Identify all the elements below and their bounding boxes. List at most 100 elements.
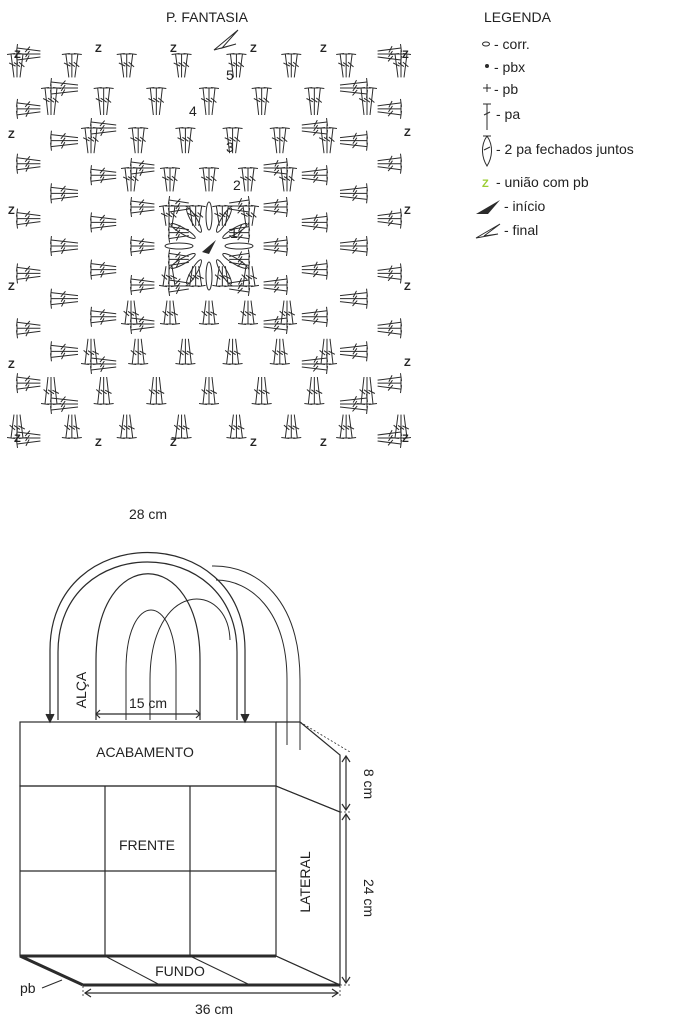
start-arrow-icon <box>202 240 216 254</box>
stitch-symbol <box>167 195 189 205</box>
stitch-symbol <box>40 376 50 405</box>
chart-title: P. FANTASIA <box>166 9 249 25</box>
stitch-symbol <box>104 376 114 405</box>
round-number-3: 3 <box>226 139 234 155</box>
stitch-symbol <box>120 300 130 326</box>
stitch-symbol <box>90 353 117 363</box>
stitch-symbol <box>339 130 368 140</box>
stitch-symbol <box>90 365 117 375</box>
stitch-symbol <box>186 338 196 365</box>
stitch-symbol <box>158 204 168 226</box>
stitch-symbol <box>339 142 368 151</box>
stitch-symbol <box>301 353 328 363</box>
stitch-symbol <box>171 166 181 192</box>
stitch-symbol <box>339 300 368 309</box>
stitch-symbol <box>210 166 220 192</box>
end-arrow-legend-icon <box>475 223 501 239</box>
stitch-symbol <box>146 376 155 405</box>
join-z-icon: Z <box>8 205 15 217</box>
stitch-symbol <box>15 98 41 108</box>
stitch-symbol <box>226 414 235 440</box>
stitch-symbol <box>50 130 79 140</box>
legend-item-double-crochet: - pa <box>496 106 520 122</box>
stitch-symbol <box>377 165 403 174</box>
stitch-symbol <box>15 373 41 382</box>
stitch-symbol <box>263 235 289 245</box>
dc2tog-symbol <box>205 261 213 291</box>
stitch-symbol <box>304 376 313 405</box>
start-arrow-legend-icon <box>476 200 500 214</box>
stitch-symbol <box>198 166 208 192</box>
stitch-symbol <box>251 376 261 405</box>
stitch-symbol <box>339 247 368 257</box>
join-z-icon: Z <box>320 43 327 55</box>
stitch-symbol <box>250 204 260 226</box>
stitch-symbol <box>262 376 272 405</box>
chain-icon <box>482 41 490 47</box>
stitch-symbol <box>129 196 155 206</box>
bag-diagram <box>19 551 351 998</box>
stitch-symbol <box>356 376 366 405</box>
join-z-icon: Z <box>402 433 409 445</box>
round-number-1: 1 <box>230 225 238 241</box>
stitch-symbol <box>328 338 338 365</box>
join-z-icon: Z <box>95 437 102 449</box>
join-z-icon: Z <box>250 43 257 55</box>
stitch-symbol <box>249 166 259 192</box>
stitch-symbol <box>167 287 189 297</box>
stitch-symbol <box>129 157 155 167</box>
stitch-symbol <box>15 274 41 284</box>
stitch-symbol <box>61 414 71 440</box>
stitch-symbol <box>233 338 243 365</box>
stitch-symbol <box>90 165 117 174</box>
stitch-symbol <box>128 127 137 154</box>
stitch-symbol <box>40 87 50 116</box>
stitch-symbol <box>80 338 90 365</box>
join-z-icon: Z <box>404 357 411 369</box>
stitch-symbol <box>316 338 326 365</box>
front-label: FRENTE <box>119 837 175 853</box>
dc2tog-symbol <box>224 242 254 250</box>
stitch-symbol <box>171 300 181 326</box>
side-label: LATERAL <box>297 851 313 912</box>
stitch-symbol <box>127 414 137 440</box>
stitch-symbol <box>90 176 117 186</box>
stitch-symbol <box>183 52 192 78</box>
stitch-symbol <box>234 127 243 154</box>
stitch-symbol <box>263 196 289 206</box>
stitch-symbol <box>15 219 41 229</box>
legend-item-start: - início <box>504 198 545 214</box>
stitch-symbol <box>129 235 155 245</box>
stitch-symbol <box>263 247 289 257</box>
stitch-symbol <box>50 77 79 87</box>
stitch-symbol <box>263 87 272 116</box>
stitch-symbol <box>339 77 368 87</box>
handle-label: ALÇA <box>73 671 89 708</box>
round-number-2: 2 <box>233 177 241 193</box>
stitch-symbol <box>15 318 41 327</box>
body-height-label: 24 cm <box>361 879 377 917</box>
stitch-symbol <box>50 352 79 362</box>
stitch-symbol <box>210 376 220 405</box>
stitch-symbol <box>50 341 79 350</box>
join-z-icon: Z <box>170 437 177 449</box>
stitch-symbol <box>368 87 378 116</box>
stitch-symbol <box>129 247 155 257</box>
stitch-symbol <box>50 89 79 99</box>
legend-item-single-crochet: - pb <box>494 81 518 97</box>
stitch-symbol <box>170 204 180 226</box>
stitch-symbol <box>281 52 291 78</box>
stitch-symbol <box>301 117 328 127</box>
stitch-symbol <box>52 87 62 116</box>
width-label: 36 cm <box>195 1001 233 1017</box>
stitch-symbol <box>281 338 290 365</box>
bag-handles <box>49 551 301 750</box>
stitch-symbol <box>167 275 189 285</box>
bottom-label: FUNDO <box>155 963 205 979</box>
stitch-symbol <box>198 87 208 116</box>
dc2tog-symbol <box>186 207 202 233</box>
stitch-symbol <box>73 52 82 78</box>
dc2tog-symbol <box>216 259 232 285</box>
trim-height-label: 8 cm <box>361 769 377 799</box>
